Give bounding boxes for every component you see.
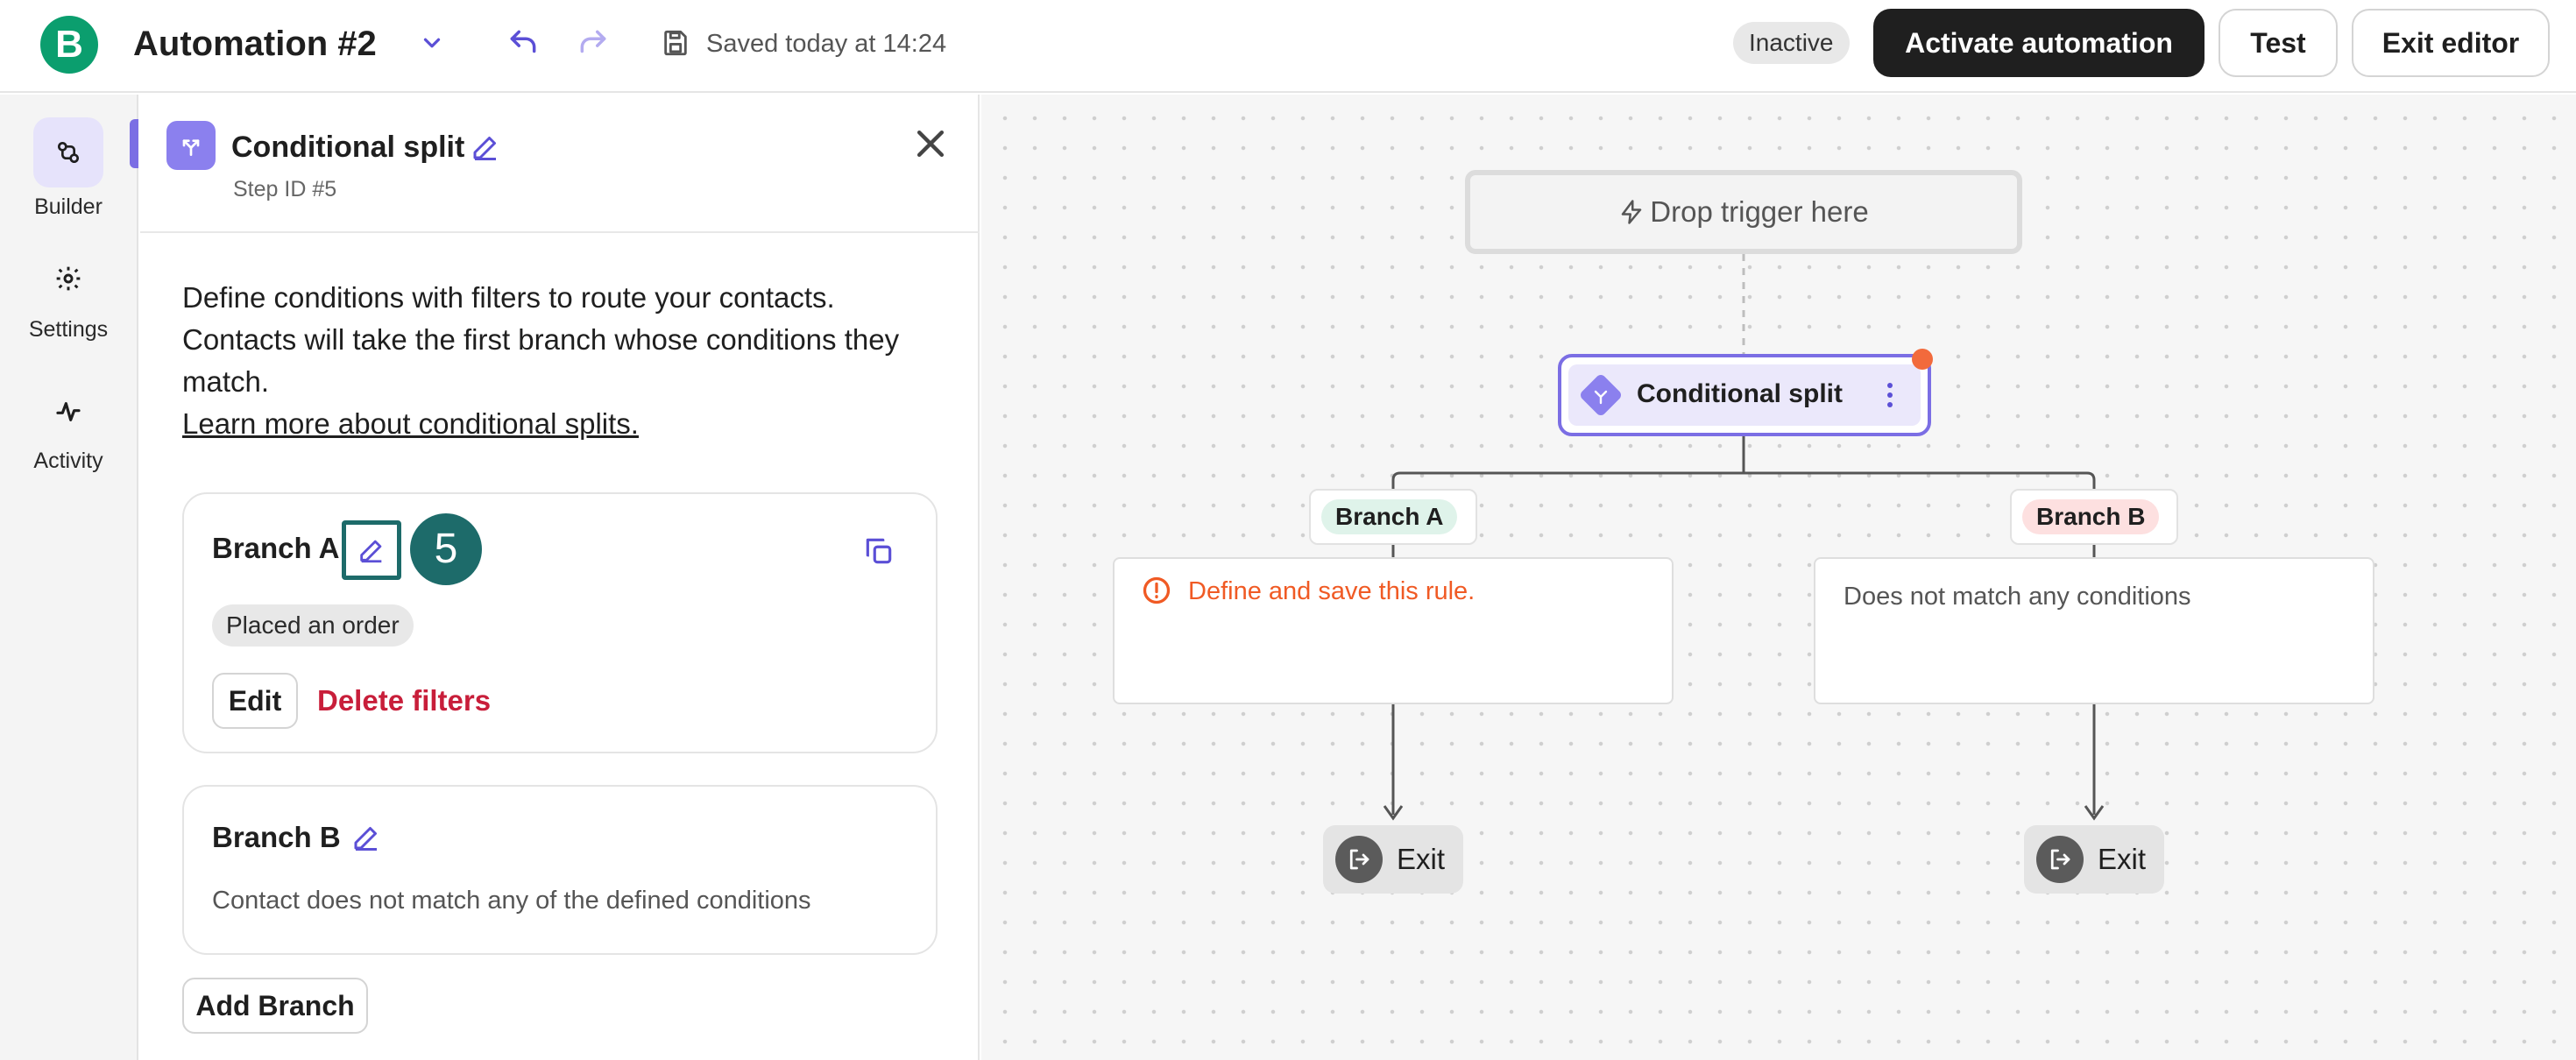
trigger-label: Drop trigger here <box>1650 195 1869 228</box>
panel-title: Conditional split <box>231 131 465 164</box>
pencil-icon <box>360 540 382 563</box>
branch-a-rule-box[interactable]: Define and save this rule. <box>1113 557 1674 704</box>
branch-a-card: Branch A 5 Placed an order Edit Delete f… <box>182 492 938 753</box>
pencil-icon[interactable] <box>350 822 382 853</box>
rule-b-text: Does not match any conditions <box>1844 583 2191 611</box>
redo-icon[interactable] <box>577 26 610 60</box>
activity-icon <box>33 377 103 447</box>
split-step-icon <box>166 121 216 170</box>
step-settings-panel: Conditional split Step ID #5 Define cond… <box>140 95 980 1060</box>
split-node-body: Conditional split <box>1568 364 1921 426</box>
conditional-split-node[interactable]: Conditional split <box>1558 354 1931 436</box>
builder-icon <box>33 117 103 187</box>
left-nav: Builder Settings Activity <box>0 95 138 1060</box>
rule-warning-text: Define and save this rule. <box>1188 577 1476 605</box>
branch-b-rule-box[interactable]: Does not match any conditions <box>1814 557 2374 704</box>
warning-icon <box>1143 576 1171 604</box>
edit-filters-button[interactable]: Edit <box>212 673 298 729</box>
panel-description: Define conditions with filters to route … <box>182 281 900 398</box>
exit-label: Exit <box>2098 843 2147 875</box>
exit-node-b[interactable]: Exit <box>2024 825 2164 894</box>
branch-a-name: Branch A <box>212 532 340 564</box>
save-icon <box>664 30 687 56</box>
nav-label-settings: Settings <box>28 317 109 342</box>
exit-node-a[interactable]: Exit <box>1323 825 1463 894</box>
branch-b-tag[interactable]: Branch B <box>2010 489 2178 545</box>
split-node-label: Conditional split <box>1637 379 1843 408</box>
pencil-icon[interactable] <box>470 131 501 163</box>
exit-editor-button[interactable]: Exit editor <box>2352 9 2550 77</box>
test-button[interactable]: Test <box>2219 9 2338 77</box>
close-icon[interactable] <box>911 124 950 163</box>
more-vertical-icon[interactable] <box>1877 378 1903 412</box>
flow-connectors <box>1383 254 2105 821</box>
trigger-drop-zone[interactable]: Drop trigger here <box>1465 170 2022 254</box>
step-id: Step ID #5 <box>233 177 337 201</box>
branch-b-tag-label: Branch B <box>2022 499 2160 534</box>
branch-a-tag[interactable]: Branch A <box>1309 489 1477 545</box>
exit-icon <box>1335 836 1383 883</box>
delete-filters-button[interactable]: Delete filters <box>317 684 492 717</box>
copy-icon[interactable] <box>862 534 895 568</box>
save-status: Saved today at 14:24 <box>706 30 947 58</box>
filter-chip: Placed an order <box>212 604 414 647</box>
gear-icon <box>33 244 103 314</box>
nav-item-activity[interactable]: Activity <box>0 377 137 482</box>
flow-canvas[interactable]: Drop trigger here Conditional split Bran… <box>981 95 2576 1060</box>
exit-label: Exit <box>1397 843 1446 875</box>
nav-item-builder[interactable]: Builder <box>0 109 137 219</box>
brand-logo[interactable]: B <box>40 16 98 74</box>
learn-more-link[interactable]: Learn more about conditional splits. <box>182 407 639 440</box>
branch-a-tag-label: Branch A <box>1321 499 1458 534</box>
nav-active-indicator <box>130 119 138 168</box>
step-marker-badge: 5 <box>410 513 482 585</box>
chevron-down-icon[interactable] <box>419 30 445 56</box>
branch-b-name: Branch B <box>212 821 341 853</box>
lightning-icon <box>1622 200 1642 224</box>
nav-item-settings[interactable]: Settings <box>0 244 137 349</box>
unsaved-indicator-dot <box>1912 349 1933 370</box>
top-bar: B Automation #2 Saved today at 14:24 Ina… <box>0 0 2576 93</box>
branch-b-card: Branch B Contact does not match any of t… <box>182 785 938 955</box>
nav-label-activity: Activity <box>33 449 103 473</box>
branch-b-description: Contact does not match any of the define… <box>212 887 811 915</box>
branch-a-rename-button[interactable] <box>342 520 401 580</box>
status-badge: Inactive <box>1733 22 1850 64</box>
exit-icon <box>2036 836 2084 883</box>
activate-automation-button[interactable]: Activate automation <box>1873 9 2204 77</box>
automation-title[interactable]: Automation #2 <box>133 25 377 63</box>
split-icon <box>1581 375 1621 415</box>
nav-label-builder: Builder <box>34 194 103 219</box>
undo-icon[interactable] <box>506 26 540 60</box>
add-branch-button[interactable]: Add Branch <box>182 978 368 1034</box>
panel-header: Conditional split Step ID #5 <box>140 95 980 233</box>
